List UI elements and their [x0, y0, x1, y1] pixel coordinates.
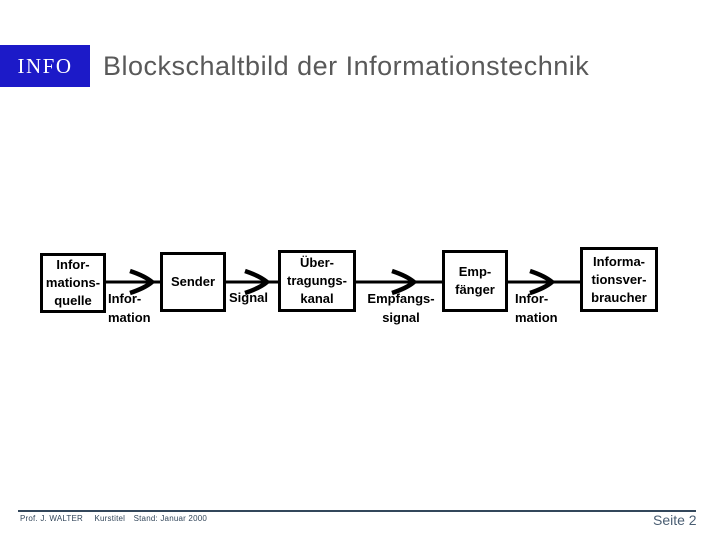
footer-divider [18, 510, 696, 512]
box-line: tragungs- [287, 273, 347, 288]
box-line: fänger [455, 282, 495, 297]
box-line: Über- [300, 255, 334, 270]
flow-label-line: Infor- [515, 291, 549, 306]
diagram-box-empfaenger: Emp- fänger [442, 250, 508, 312]
box-line: mations- [45, 275, 101, 290]
diagram-box-sender: Sender [160, 252, 226, 312]
arrowhead-icon [129, 268, 156, 296]
diagram-box-uebertragungskanal: Über- tragungs- kanal [278, 250, 356, 312]
box-line: Sender [170, 274, 216, 289]
info-logo-text: INFO [17, 53, 73, 78]
flow-label-signal: Signal [229, 288, 268, 307]
flow-label-line: mation [515, 310, 558, 325]
flow-label-line: Infor- [108, 291, 142, 306]
footer-version: Stand: Januar 2000 [133, 514, 208, 523]
flow-label-empfangssignal: Empfangs- signal [361, 289, 441, 327]
arrowhead-icon [529, 268, 556, 296]
info-logo: INFO [0, 45, 90, 87]
arrowhead-icon [391, 268, 418, 296]
box-line: braucher [591, 289, 647, 305]
footer-credits: Prof. J. WALTER Kurstitel Stand: Januar … [20, 514, 207, 523]
box-line: Infor- [56, 257, 90, 272]
box-line: Emp- [458, 264, 492, 279]
flow-label-line: Empfangs- [367, 291, 435, 306]
footer-course: Kurstitel [94, 514, 126, 523]
diagram-box-informationsquelle: Infor- mations- quelle [40, 253, 106, 313]
flow-label-line: signal [382, 310, 420, 325]
box-line: quelle [54, 293, 92, 308]
flow-label-line: Signal [229, 290, 269, 305]
flow-label-line: mation [108, 310, 151, 325]
flow-label-information-1: Infor- mation [108, 289, 151, 327]
box-line: kanal [300, 291, 334, 306]
slide-title: Blockschaltbild der Informationstechnik [103, 51, 590, 81]
arrowhead-icon [244, 268, 271, 296]
box-line: tionsver- [591, 271, 647, 287]
box-line: Informa- [593, 253, 645, 269]
diagram-box-informationsverbraucher: Informa- tionsver- braucher [580, 247, 658, 312]
flow-label-information-2: Infor- mation [515, 289, 558, 327]
footer-author: Prof. J. WALTER [20, 514, 84, 523]
page-number: Seite 2 [653, 512, 697, 528]
